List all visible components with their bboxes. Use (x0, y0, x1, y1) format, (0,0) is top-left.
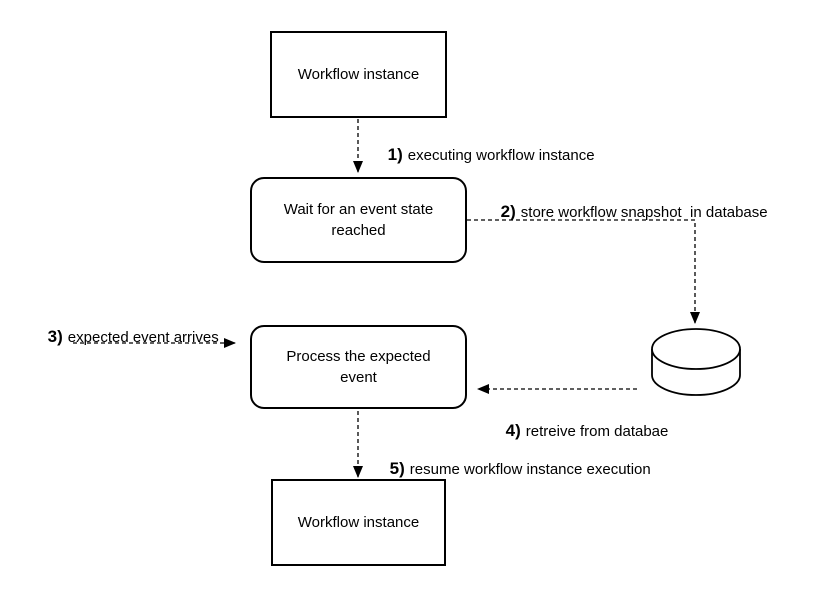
edge-label-4: 4)retreive from databae (489, 401, 669, 462)
edge-label-2: 2)store workflow snapshot in database (484, 182, 768, 243)
edge-text: expected event arrives (67, 329, 219, 346)
edge-text: retreive from databae (525, 423, 669, 440)
node-wait-for-event-state: Wait for an event state reached (250, 177, 467, 263)
edge-text: resume workflow instance execution (409, 461, 651, 478)
database-cylinder (651, 328, 741, 396)
edge-text: executing workflow instance (407, 147, 595, 164)
edge-number: 5) (389, 459, 405, 478)
edge-label-3: 3)expected event arrives (31, 307, 219, 368)
node-label: Workflow instance (297, 514, 420, 531)
node-label: Process the expected event (286, 348, 431, 386)
node-workflow-instance-bottom: Workflow instance (271, 479, 446, 566)
edge-number: 3) (47, 327, 63, 346)
edge-number: 4) (505, 421, 521, 440)
node-label: Workflow instance (297, 66, 420, 83)
edge-2-store-snapshot-arrow (467, 219, 700, 324)
node-process-expected-event: Process the expected event (250, 325, 467, 409)
edge-number: 2) (500, 202, 516, 221)
node-workflow-instance-top: Workflow instance (270, 31, 447, 118)
edge-number: 1) (387, 145, 403, 164)
edge-text: store workflow snapshot in database (520, 204, 768, 221)
edge-label-5: 5)resume workflow instance execution (373, 439, 651, 500)
node-label: Wait for an event state reached (283, 201, 434, 239)
edge-label-1: 1)executing workflow instance (371, 125, 595, 186)
